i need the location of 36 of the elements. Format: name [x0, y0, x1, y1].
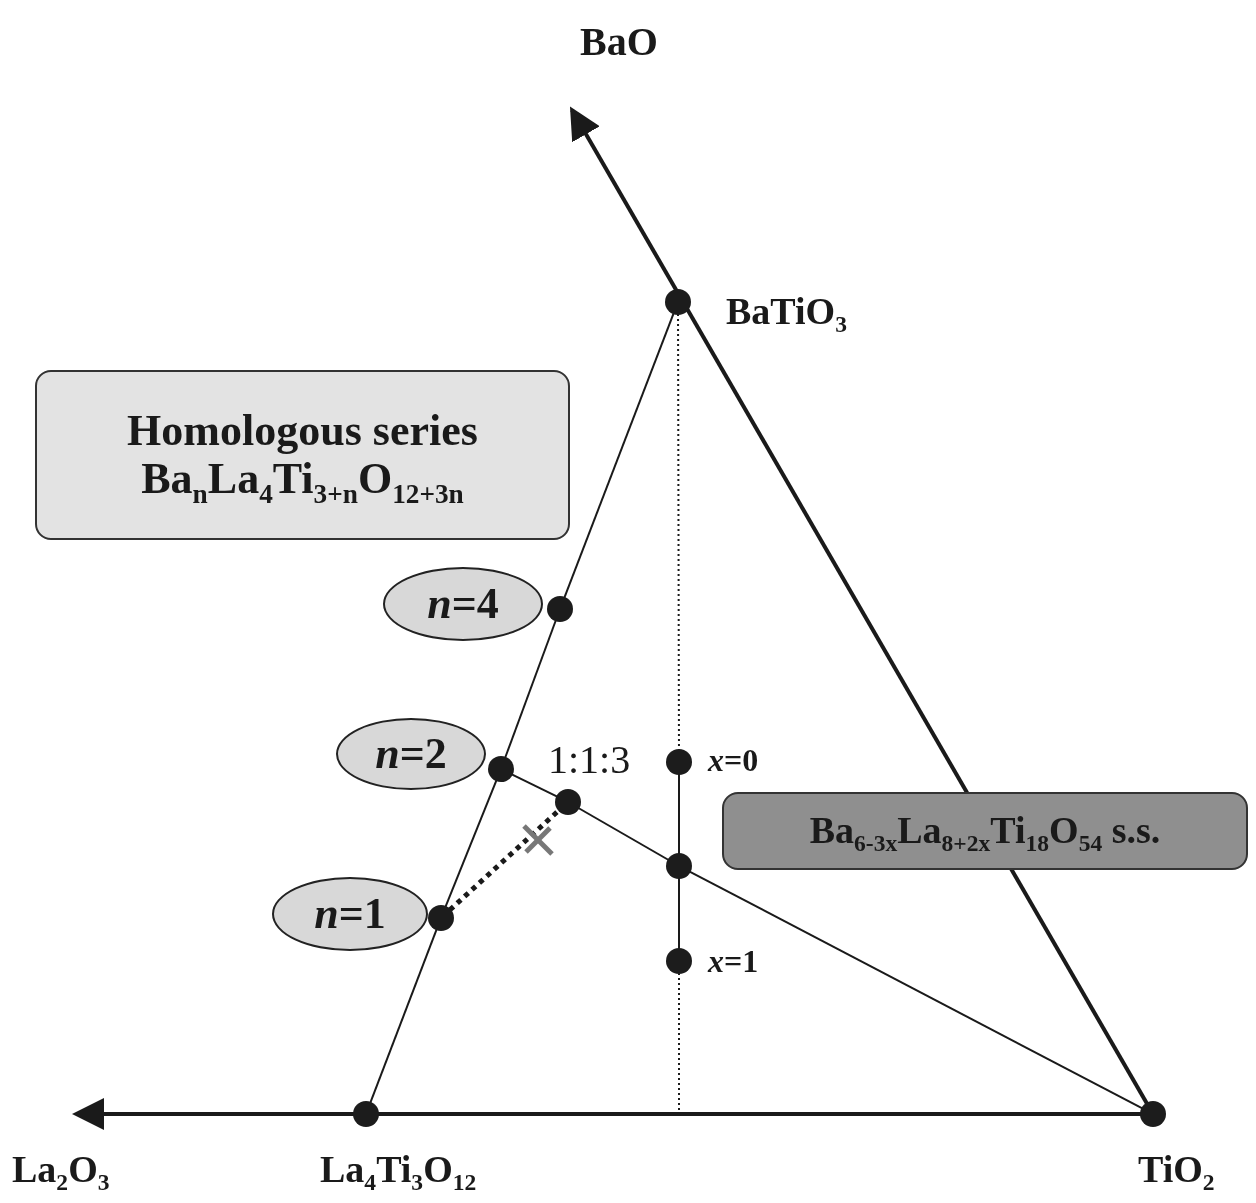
- data-point: [665, 289, 691, 315]
- formula-box: [722, 792, 1248, 870]
- point-label: BaTiO$_{3}$: [726, 292, 847, 330]
- data-point: [428, 905, 454, 931]
- data-point: [1140, 1101, 1166, 1127]
- formula-text: Ba$_{n}$La$_{4}$Ti$_{3+n}$O$_{12+3n}$: [141, 455, 464, 504]
- tie-line: [444, 779, 498, 908]
- formula-text: n=2: [375, 729, 447, 779]
- tie-line: [504, 619, 557, 759]
- formula-text: Ba$_{6-3x}$La$_{8+2x}$Ti$_{18}$O$_{54}$ s.s.: [809, 810, 1161, 852]
- data-point: [488, 756, 514, 782]
- point-label: TiO$_{2}$: [1138, 1150, 1215, 1188]
- tie-line: [688, 870, 1144, 1110]
- point-label: 1:1:3: [548, 740, 631, 780]
- data-point: [547, 596, 573, 622]
- dotted-line: [448, 808, 561, 912]
- tie-line: [563, 312, 675, 599]
- data-point: [666, 948, 692, 974]
- formula-text: n=4: [427, 579, 499, 629]
- formula-text: n=1: [314, 889, 386, 939]
- point-label: La$_{4}$Ti$_{3}$O$_{12}$: [320, 1150, 477, 1188]
- tie-line: [678, 773, 680, 855]
- data-point: [666, 853, 692, 879]
- tie-line: [577, 807, 670, 861]
- data-point: [353, 1101, 379, 1127]
- box-heading: Homologous series: [127, 406, 478, 455]
- tie-line: [678, 877, 680, 950]
- formula-box: [35, 370, 570, 540]
- data-point: [555, 789, 581, 815]
- tie-line: [510, 773, 559, 798]
- axis-label: La$_{2}$O$_{3}$: [12, 1150, 110, 1188]
- point-label: x=1: [708, 945, 759, 977]
- axis-label: BaO: [580, 22, 658, 62]
- tie-line: [369, 928, 438, 1104]
- data-point: [666, 749, 692, 775]
- point-label: x=0: [708, 744, 759, 776]
